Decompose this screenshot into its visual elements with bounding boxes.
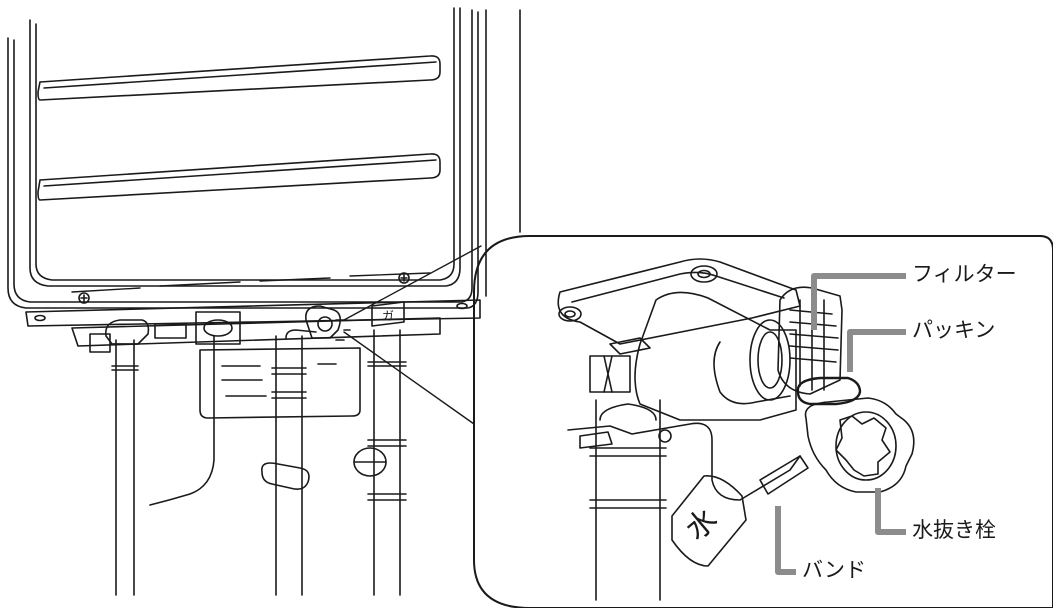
packing-label: パッキン	[912, 318, 996, 342]
band-leader	[775, 506, 796, 575]
band-label: バンド	[802, 558, 867, 582]
drain-plug-label: 水抜き栓	[912, 518, 996, 542]
packing-leader	[847, 329, 906, 372]
front-panel-bar-bottom	[37, 153, 441, 201]
callout-lines	[775, 273, 906, 575]
water-tag-text: 水	[679, 502, 724, 548]
filter-label: フィルター	[912, 262, 1017, 286]
gas-mark-text: ガ	[382, 309, 394, 323]
drain-plug-leader	[875, 488, 906, 535]
screw-icon	[78, 272, 410, 304]
plumbing-assembly	[71, 301, 441, 596]
zoom-panel	[473, 235, 1053, 608]
filter-leader	[811, 273, 906, 330]
front-panel-bar-top	[37, 55, 441, 101]
water-heater-body	[7, 7, 521, 327]
